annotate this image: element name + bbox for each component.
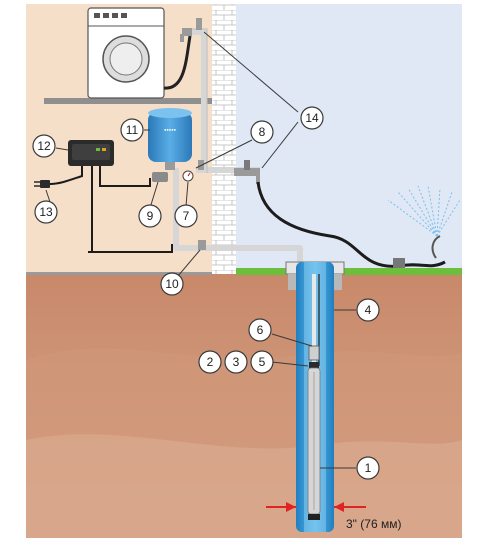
svg-text:13: 13 <box>39 205 53 219</box>
floor-line <box>26 272 212 275</box>
callout-4: 4 <box>356 298 380 322</box>
outdoor-sky-background <box>236 4 462 274</box>
bore-diameter-arrows <box>266 502 366 512</box>
svg-text:4: 4 <box>365 303 372 317</box>
callout-1: 1 <box>356 456 380 480</box>
svg-text:●●●●●: ●●●●● <box>164 127 177 132</box>
callout-2: 2 <box>198 350 222 374</box>
callout-9: 9 <box>138 204 162 228</box>
callout-12: 12 <box>32 134 56 158</box>
svg-text:1: 1 <box>365 461 372 475</box>
grass-strip <box>236 268 462 275</box>
callout-8: 8 <box>250 120 274 144</box>
svg-text:6: 6 <box>257 323 264 337</box>
control-box <box>68 140 114 166</box>
lawn-sprinkler <box>387 185 461 268</box>
callout-leaders <box>45 31 356 469</box>
ground-layer-wave-2 <box>26 434 462 538</box>
wall-faucet-top <box>180 18 202 42</box>
pressure-tank: ●●●●● <box>148 108 192 170</box>
electric-cables <box>49 166 173 253</box>
washing-machine-hose <box>163 35 192 90</box>
shelf <box>44 98 212 104</box>
washing-machine <box>87 7 165 99</box>
svg-text:5: 5 <box>259 355 266 369</box>
callout-11: 11 <box>120 118 144 142</box>
svg-text:3: 3 <box>233 355 240 369</box>
svg-text:11: 11 <box>126 123 139 137</box>
callout-7: 7 <box>174 204 198 228</box>
svg-text:7: 7 <box>183 209 190 223</box>
submersible-pump <box>307 367 321 520</box>
svg-text:12: 12 <box>37 139 51 153</box>
power-plug <box>34 180 50 188</box>
bore-diameter-label: 3" (76 мм) <box>346 517 401 531</box>
svg-text:8: 8 <box>259 125 266 139</box>
svg-text:10: 10 <box>165 277 179 291</box>
garden-hose <box>256 181 401 268</box>
svg-text:2: 2 <box>207 355 214 369</box>
house-wall-bricks <box>212 4 236 274</box>
svg-text:14: 14 <box>305 111 319 125</box>
callout-13: 13 <box>34 200 58 224</box>
callout-14: 14 <box>300 106 324 130</box>
callout-6: 6 <box>248 318 272 342</box>
callout-3: 3 <box>224 350 248 374</box>
callout-10: 10 <box>160 272 184 296</box>
callout-5: 5 <box>250 350 274 374</box>
non-return-valve <box>198 240 206 250</box>
check-valve <box>308 345 320 361</box>
svg-text:9: 9 <box>147 209 154 223</box>
